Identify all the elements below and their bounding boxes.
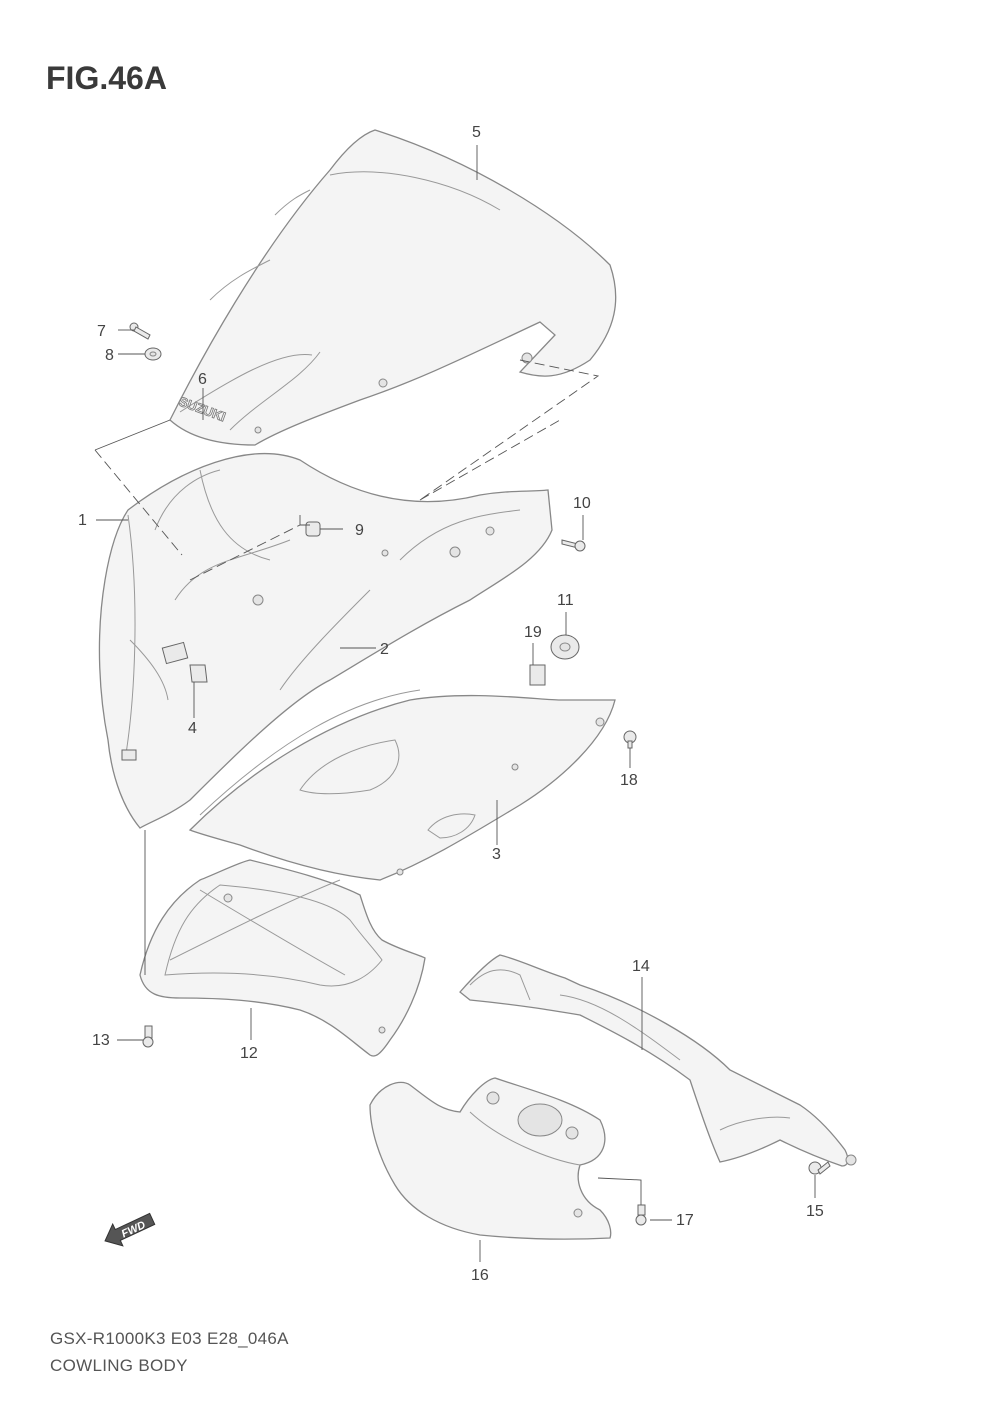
model-code: GSX-R1000K3 E03 E28_046A [50,1329,289,1348]
fastener-screw-18 [623,730,637,749]
callout-2: 2 [380,641,389,658]
callout-7: 7 [97,323,106,340]
callout-8: 8 [105,347,114,364]
callout-17: 17 [676,1212,694,1229]
callout-3: 3 [492,846,501,863]
fastener-grommet-11 [550,634,580,660]
assembly-lines [94,359,600,975]
fastener-screw-17 [635,1204,647,1226]
callout-18: 18 [620,772,638,789]
inner-panel-part [139,859,426,1057]
callout-15: 15 [806,1203,824,1220]
fastener-screw-10 [561,539,586,552]
callout-11: 11 [557,592,574,609]
callout-12: 12 [240,1045,258,1062]
assembly-name: COWLING BODY [50,1356,188,1375]
callout-19: 19 [524,624,542,641]
fwd-label: FWD [120,1219,148,1240]
callout-1: 1 [78,512,87,529]
fastener-screw-15 [808,1161,831,1175]
callout-labels: 5 6 7 8 1 9 10 11 19 2 4 18 3 14 13 12 1… [78,124,824,1284]
side-cowling-part [188,589,616,881]
fastener-screw-13 [142,1025,154,1048]
fastener-clip-4 [189,664,208,683]
air-duct-part [459,954,857,1167]
under-cover-part [369,1077,612,1240]
fastener-washer-8 [144,347,162,361]
callout-9: 9 [355,522,364,539]
fwd-arrow-icon: FWD [104,1212,156,1247]
callout-10: 10 [573,495,591,512]
upper-cowling-part [98,452,553,829]
fastener-screw-7 [129,322,151,340]
windscreen-part: SUZUKI [169,129,617,446]
fastener-nut-19 [529,664,546,686]
figure-title: FIG.46A [46,60,167,96]
leader-lines [96,145,816,1262]
callout-5: 5 [472,124,481,141]
callout-16: 16 [471,1267,489,1284]
fastener-grommet-9 [305,521,321,537]
callout-13: 13 [92,1032,110,1049]
callout-14: 14 [632,958,650,975]
callout-6: 6 [198,371,207,388]
callout-4: 4 [188,720,197,737]
